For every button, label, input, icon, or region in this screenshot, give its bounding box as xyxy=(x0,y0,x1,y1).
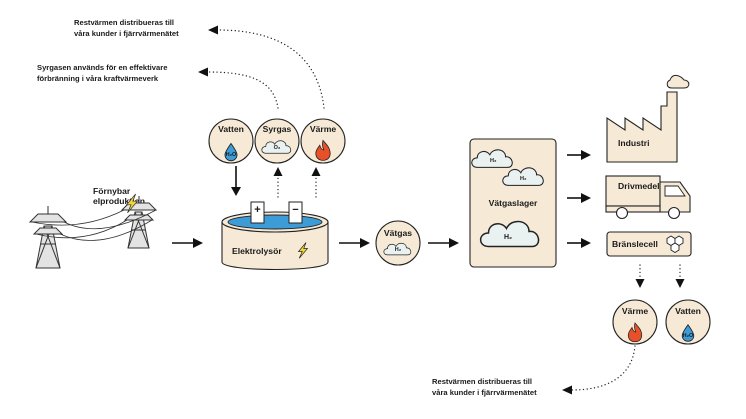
power-pylon-icon xyxy=(28,206,68,269)
heat-to-note-arrowhead xyxy=(208,25,218,35)
arrow-storage-to-vehicle xyxy=(567,193,591,203)
storage-formula-3: H₂ xyxy=(504,234,512,241)
vehicle-label: Drivmedel xyxy=(618,181,660,191)
hydrogen-gas-formula: H₂ xyxy=(395,247,402,253)
minus-electrode: − xyxy=(288,201,303,224)
plus-electrode: + xyxy=(250,201,265,224)
arrow-hydrogen-to-storage xyxy=(428,238,459,248)
arrow-storage-to-industry xyxy=(567,150,591,160)
heat-output-to-note-arrow xyxy=(571,345,636,391)
water-output-label: Vatten xyxy=(675,306,701,316)
heat-to-note-arrow xyxy=(217,29,325,109)
source-label-line-1: Förnybar xyxy=(93,186,131,196)
note-oxygen-line-1: Syrgasen används för en effektivare xyxy=(37,63,167,72)
water-output: Vatten H₂O xyxy=(665,299,711,345)
water-output-formula: H₂O xyxy=(683,333,694,339)
hydrogen-gas: Vätgas H₂ xyxy=(375,220,421,266)
heat-input-label: Värme xyxy=(310,124,336,134)
truck-icon: Drivmedel xyxy=(605,175,691,220)
renewable-power-source: Förnybar elproduktion xyxy=(28,186,158,269)
oxygen-input-formula: O₂ xyxy=(274,145,281,151)
note-oxygen-line-2: förbränning i våra kraftvärmeverk xyxy=(37,74,159,83)
electrolyser-to-heat-arrowhead xyxy=(311,167,321,176)
arrow-storage-to-fuelcell xyxy=(567,238,591,248)
note-heat-bottom-line-1: Restvärmen distribueras till xyxy=(432,377,532,386)
fuelcell-label: Bränslecell xyxy=(612,239,658,249)
industry-label: Industri xyxy=(618,138,650,148)
water-input-formula: H₂O xyxy=(226,152,237,158)
electrolyser-label: Elektrolysör xyxy=(232,246,282,256)
arrow-electrolyser-to-hydrogen xyxy=(339,238,370,248)
heat-input: Värme xyxy=(300,118,346,164)
storage-formula-2: H₂ xyxy=(520,176,527,182)
heat-output: Värme xyxy=(612,299,658,345)
electrolyser: + − Elektrolysör xyxy=(221,201,329,271)
note-heat-bottom-line-2: våra kunder i fjärrvärmenätet xyxy=(432,388,537,397)
fuelcell-to-water-arrowhead xyxy=(675,279,685,288)
fuel-cell-icon: Bränslecell xyxy=(606,231,692,257)
heat-output-label: Värme xyxy=(622,306,648,316)
storage-formula-1: H₂ xyxy=(490,158,497,164)
oxygen-to-note-arrow xyxy=(207,71,279,109)
factory-icon: Industri xyxy=(606,74,690,163)
oxygen-input-label: Syrgas xyxy=(263,124,292,134)
power-wires xyxy=(31,209,157,241)
storage-label: Vätgaslager xyxy=(489,198,538,208)
note-oxygen: Syrgasen används för en effektivare förb… xyxy=(37,63,167,83)
oxygen-to-note-arrowhead xyxy=(198,67,208,77)
minus-electrode-sign: − xyxy=(292,204,298,216)
heat-output-to-note-arrowhead xyxy=(562,385,572,395)
arrow-source-to-electrolyser xyxy=(172,238,203,248)
note-heat-top: Restvärmen distribueras till våra kunder… xyxy=(74,18,179,38)
water-input-label: Vatten xyxy=(218,124,244,134)
oxygen-input: Syrgas O₂ xyxy=(254,118,300,164)
arrow-water-to-electrolyser xyxy=(231,166,241,196)
electrolyser-to-oxygen-arrowhead xyxy=(273,167,283,176)
source-label-line-2: elproduktion xyxy=(93,196,145,206)
note-heat-top-line-2: våra kunder i fjärrvärmenätet xyxy=(74,29,179,38)
plus-electrode-sign: + xyxy=(254,204,260,216)
fuelcell-to-heat-arrowhead xyxy=(635,279,645,288)
hydrogen-gas-label: Vätgas xyxy=(384,228,412,238)
water-input: Vatten H₂O xyxy=(208,118,254,164)
hydrogen-storage: H₂ H₂ Vätgaslager H₂ xyxy=(469,138,557,268)
note-heat-bottom: Restvärmen distribueras till våra kunder… xyxy=(432,377,537,397)
note-heat-top-line-1: Restvärmen distribueras till xyxy=(74,18,174,27)
